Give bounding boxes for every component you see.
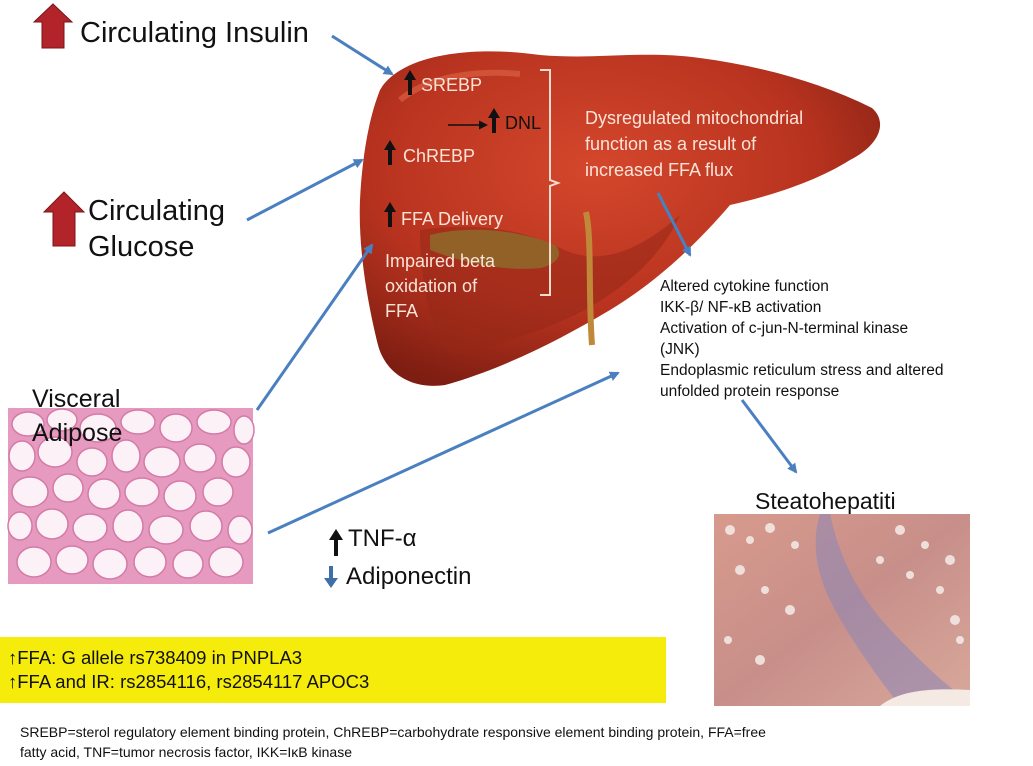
adiponectin-label: Adiponectin [346,563,472,590]
inflammatory-processes-list: Altered cytokine function IKK-β/ NF-κB a… [660,276,943,402]
adipose-to-ffa-arrow [255,243,374,411]
mitochondrial-dysfunction-line1: Dysregulated mitochondrial [585,108,804,128]
circulating-glucose-label-line1: Circulating [88,195,225,227]
glucose-to-chrebp-arrow [246,158,364,222]
bile-duct [583,211,595,346]
genetic-variant-line2: ↑FFA and IR: rs2854116, rs2854117 APOC3 [8,671,370,692]
chrebp-label: ChREBP [403,146,476,166]
genetic-variant-line1: ↑FFA: G allele rs738409 in PNPLA3 [8,647,303,668]
srebp-up-arrow-icon [404,70,416,95]
insulin-up-arrow-icon [32,3,74,49]
adiponectin-down-arrow-icon [324,566,338,588]
abbreviations-footnote-line2: fatty acid, TNF=tumor necrosis factor, I… [20,744,352,760]
liver-bracket [540,69,561,296]
tnf-alpha-label: TNF-α [348,525,417,552]
ffa-delivery-up-arrow-icon [384,202,396,227]
mitochondrial-dysfunction-line2: function as a result of [585,134,757,154]
impaired-beta-oxidation-line3: FFA [385,301,419,321]
dnl-up-arrow-icon [488,108,500,133]
chrebp-up-arrow-icon [384,140,396,165]
circulating-insulin-label: Circulating Insulin [80,17,309,49]
visceral-adipose-label-line2: Adipose [32,419,123,447]
dnl-label: DNL [505,113,542,133]
process-item: unfolded protein response [660,383,840,400]
blue-connector-arrows [246,34,798,535]
steatohepatitis-histology-image [714,514,970,706]
mito-to-processes-arrow [656,192,692,257]
impaired-beta-oxidation-line2: oxidation of [385,276,478,296]
gallbladder [430,229,560,269]
processes-to-steatohepatitis-arrow [740,399,798,474]
mitochondrial-dysfunction-line3: increased FFA flux [585,160,734,180]
process-item: IKK-β/ NF-κB activation [660,299,822,316]
tnf-up-arrow-icon [329,529,343,556]
process-item: Activation of c-jun-N-terminal kinase [660,320,909,337]
adipose-histology-image [7,408,255,584]
process-item: Endoplasmic reticulum stress and altered [660,362,944,379]
insulin-to-srebp-arrow [331,34,394,76]
adipokines-to-processes-arrow [267,371,620,535]
circulating-glucose-label-line2: Glucose [88,231,195,263]
ffa-delivery-label: FFA Delivery [401,209,504,229]
liver-up-arrows [384,70,500,227]
srebp-label: SREBP [421,75,483,95]
impaired-beta-oxidation-line1: Impaired beta [385,251,496,271]
process-item: Altered cytokine function [660,278,829,295]
abbreviations-footnote-line1: SREBP=sterol regulatory element binding … [20,724,766,740]
steatohepatitis-label: Steatohepatiti [755,488,896,514]
visceral-adipose-label-line1: Visceral [32,385,121,413]
glucose-up-arrow-icon [42,191,86,247]
process-item: (JNK) [660,341,700,358]
genetic-variants-box: ↑FFA: G allele rs738409 in PNPLA3 ↑FFA a… [0,637,666,703]
